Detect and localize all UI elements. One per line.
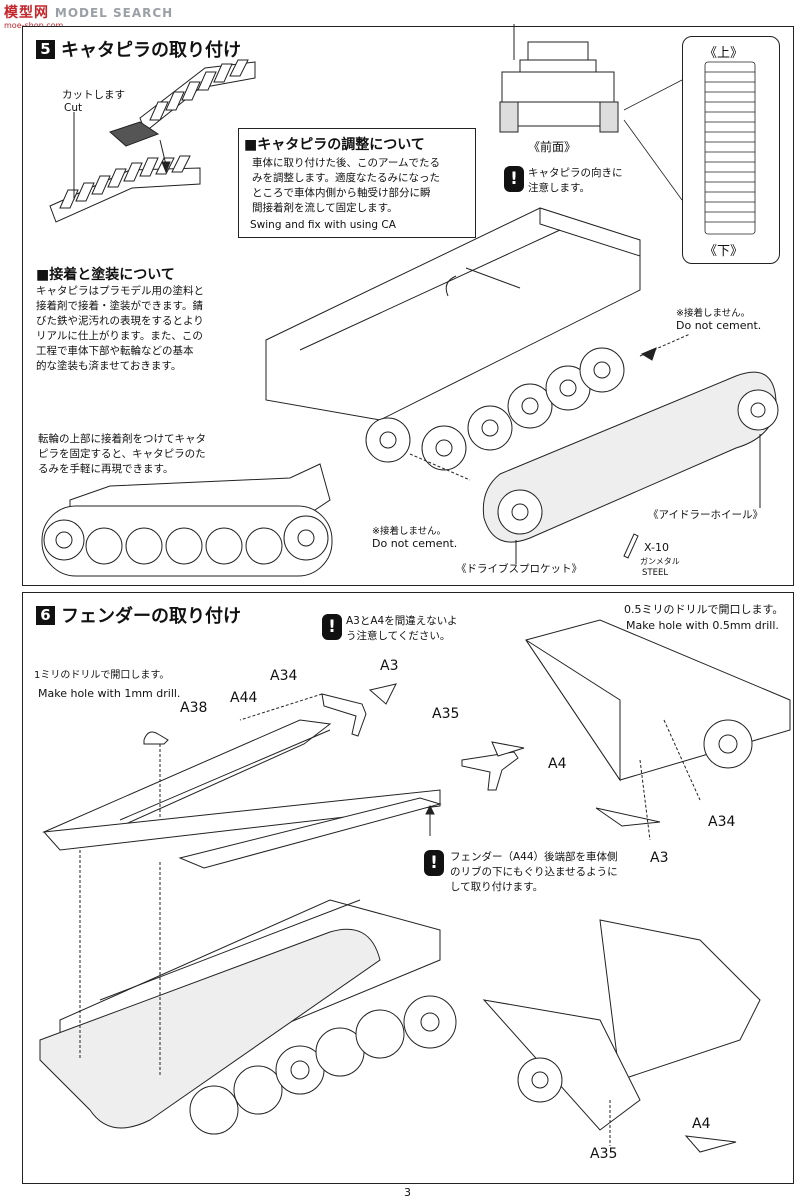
drill-05mm-jp: 0.5ミリのドリルで開口します。: [624, 603, 784, 616]
part-a38: A38: [180, 700, 208, 716]
part-a35-bottom: A35: [590, 1146, 618, 1162]
step6-title: フェンダーの取り付け: [61, 606, 241, 627]
part-a3-top: A3: [380, 658, 399, 674]
fender-note: フェンダー（A44）後端部を車体側 のリブの下にもぐり込ませるように して取り付…: [450, 851, 618, 893]
a3-a4-warning: A3とA4を間違えないよ う注意してください。: [346, 615, 458, 642]
paint-heading: ■接着と塗装について: [36, 267, 175, 283]
step6-header: 6 フェンダーの取り付け: [36, 602, 241, 628]
drill-05mm-en: Make hole with 0.5mm drill.: [626, 619, 779, 632]
no-cement-sprocket-en: Do not cement.: [372, 537, 458, 550]
page-number: 3: [404, 1186, 411, 1199]
watermark-url: moe-shop.com: [4, 21, 63, 30]
no-cement-sprocket-jp: ※接着しません。: [372, 526, 447, 537]
part-a3-bottom: A3: [650, 850, 669, 866]
part-a4-bottom: A4: [692, 1116, 711, 1132]
cut-label-en: Cut: [64, 102, 83, 114]
step5-header: 5 キャタピラの取り付け: [36, 36, 241, 62]
front-view-label: 《前面》: [528, 140, 577, 154]
paint-code: X-10: [644, 541, 669, 554]
fender-warning-icon: !: [424, 850, 444, 876]
step5-title: キャタピラの取り付け: [61, 40, 241, 61]
part-a34-right: A34: [708, 814, 736, 830]
track-adjust-body: 車体に取り付けた後、このアームでたる みを調整します。適度なたるみになった とこ…: [252, 157, 441, 214]
drive-sprocket-label: 《ドライブスプロケット》: [456, 563, 582, 575]
drill-1mm-en: Make hole with 1mm drill.: [38, 687, 181, 700]
idler-wheel-label: 《アイドラーホイール》: [648, 509, 763, 521]
paint-body: キャタピラはプラモデル用の塗料と 接着剤で接着・塗装ができます。錆 びた鉄や泥汚…: [36, 285, 204, 372]
watermark-brand: 模型网 MODEL SEARCH: [4, 5, 174, 21]
paint-name-en: STEEL: [642, 568, 669, 578]
direction-warning-icon: !: [504, 166, 524, 192]
no-cement-idler-en: Do not cement.: [676, 319, 762, 332]
track-sag-note: 転輪の上部に接着剤をつけてキャタ ピラを固定すると、キャタピラのた るみを手軽に…: [38, 433, 206, 475]
track-adjust-heading: ■キャタピラの調整について: [244, 137, 425, 153]
step5-number: 5: [36, 39, 55, 59]
track-direction-note: キャタピラの向きに 注意します。: [528, 167, 623, 194]
track-bottom-label: 《下》: [704, 244, 744, 259]
step6-number: 6: [36, 605, 55, 625]
a3-a4-warning-icon: !: [322, 614, 342, 640]
track-adjust-callout: [238, 128, 476, 238]
track-top-label: 《上》: [704, 46, 744, 61]
paint-name-jp: ガンメタル: [640, 557, 680, 566]
part-a35-top: A35: [432, 706, 460, 722]
part-a34-left: A34: [270, 668, 298, 684]
drill-1mm-jp: 1ミリのドリルで開口します。: [34, 670, 170, 681]
no-cement-idler-jp: ※接着しません。: [676, 308, 751, 319]
track-adjust-en: Swing and fix with using CA: [250, 219, 396, 231]
cut-label-jp: カットします: [62, 89, 125, 101]
part-a44: A44: [230, 690, 258, 706]
part-a4-top: A4: [548, 756, 567, 772]
